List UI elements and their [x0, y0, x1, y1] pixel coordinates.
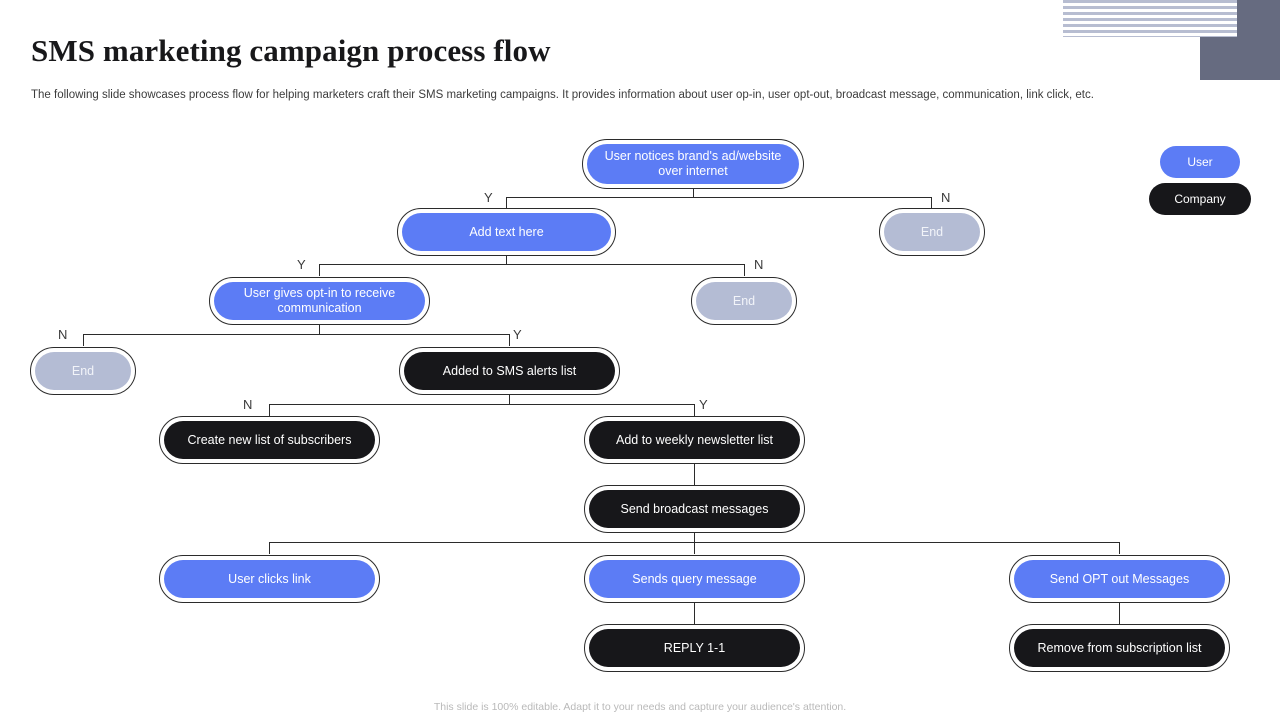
- page-title: SMS marketing campaign process flow: [31, 33, 551, 68]
- branch-label-yes: Y: [484, 190, 493, 205]
- branch-label-yes: Y: [699, 397, 708, 412]
- connector: [694, 542, 695, 554]
- flow-node-newsletter[interactable]: Add to weekly newsletter list: [584, 416, 805, 464]
- flow-node-opt-in[interactable]: User gives opt-in to receive communicati…: [209, 277, 430, 325]
- connector: [319, 325, 320, 334]
- flow-node-end-2[interactable]: End: [691, 277, 797, 325]
- flow-node-clicks-link[interactable]: User clicks link: [159, 555, 380, 603]
- connector: [83, 334, 84, 346]
- connector: [931, 197, 932, 208]
- connector: [694, 404, 695, 416]
- flow-node-end-1[interactable]: End: [879, 208, 985, 256]
- flow-node-label: Sends query message: [589, 560, 800, 598]
- connector: [83, 334, 509, 335]
- connector: [269, 404, 270, 416]
- connector: [694, 603, 695, 624]
- flow-node-label: End: [35, 352, 131, 390]
- flow-node-label: End: [696, 282, 792, 320]
- flow-node-end-3[interactable]: End: [30, 347, 136, 395]
- flow-node-label: Send broadcast messages: [589, 490, 800, 528]
- flow-node-label: Add to weekly newsletter list: [589, 421, 800, 459]
- connector: [1119, 542, 1120, 554]
- connector: [269, 404, 694, 405]
- flow-node-remove-subscription[interactable]: Remove from subscription list: [1009, 624, 1230, 672]
- flow-node-label: User notices brand's ad/website over int…: [587, 144, 799, 184]
- connector: [506, 256, 507, 265]
- decorative-stripes: [1063, 0, 1237, 37]
- page-subtitle: The following slide showcases process fl…: [31, 89, 1094, 101]
- flow-node-sms-alerts[interactable]: Added to SMS alerts list: [399, 347, 620, 395]
- flow-node-label: User gives opt-in to receive communicati…: [214, 282, 425, 320]
- flow-node-create-list[interactable]: Create new list of subscribers: [159, 416, 380, 464]
- flow-node-start[interactable]: User notices brand's ad/website over int…: [582, 139, 804, 189]
- connector: [506, 197, 932, 198]
- flow-node-label: End: [884, 213, 980, 251]
- flow-node-query-message[interactable]: Sends query message: [584, 555, 805, 603]
- connector: [744, 264, 745, 276]
- flow-node-opt-out[interactable]: Send OPT out Messages: [1009, 555, 1230, 603]
- legend-item-company: Company: [1149, 183, 1251, 215]
- legend: User Company: [1149, 146, 1251, 220]
- connector: [1119, 603, 1120, 624]
- connector: [509, 334, 510, 346]
- connector: [509, 395, 510, 404]
- footer-note: This slide is 100% editable. Adapt it to…: [433, 701, 847, 713]
- flow-node-label: REPLY 1-1: [589, 629, 800, 667]
- branch-label-no: N: [754, 257, 764, 272]
- connector: [319, 264, 744, 265]
- connector: [319, 264, 320, 276]
- flow-node-add-text[interactable]: Add text here: [397, 208, 616, 256]
- connector: [694, 533, 695, 543]
- branch-label-yes: Y: [297, 257, 306, 272]
- branch-label-yes: Y: [513, 327, 522, 342]
- connector: [693, 188, 694, 198]
- flow-node-label: Added to SMS alerts list: [404, 352, 615, 390]
- flow-node-label: Send OPT out Messages: [1014, 560, 1225, 598]
- connector: [269, 542, 270, 554]
- legend-item-user: User: [1160, 146, 1240, 178]
- connector: [506, 197, 507, 208]
- flow-node-label: Remove from subscription list: [1014, 629, 1225, 667]
- flow-node-label: Add text here: [402, 213, 611, 251]
- flow-node-label: Create new list of subscribers: [164, 421, 375, 459]
- flow-node-reply[interactable]: REPLY 1-1: [584, 624, 805, 672]
- flow-node-label: User clicks link: [164, 560, 375, 598]
- connector: [694, 464, 695, 485]
- flow-node-broadcast[interactable]: Send broadcast messages: [584, 485, 805, 533]
- branch-label-no: N: [941, 190, 951, 205]
- branch-label-no: N: [58, 327, 68, 342]
- branch-label-no: N: [243, 397, 253, 412]
